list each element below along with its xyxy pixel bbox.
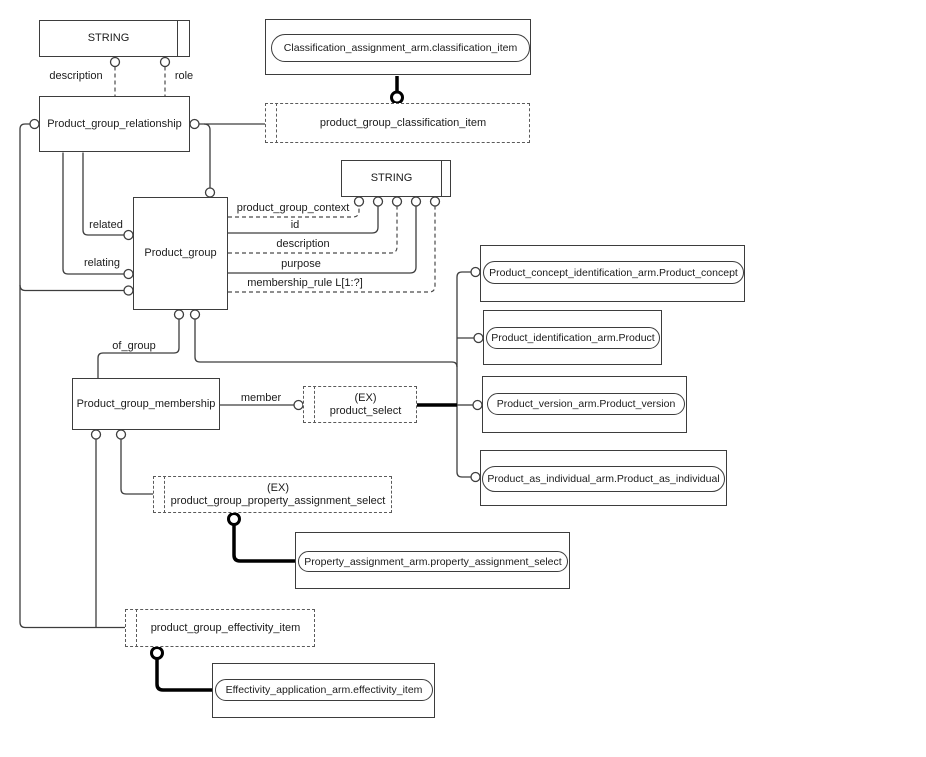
select-product-group-property-assignment-select: (EX) product_group_property_assignment_s… [153, 476, 392, 513]
select-inner-edge [276, 103, 277, 143]
attr-label-description-top: description [49, 70, 103, 82]
string-type-label: STRING [370, 172, 413, 184]
attr-label-product-group-context: product_group_context [236, 202, 350, 214]
string-type-double-edge [441, 160, 442, 197]
ref-label: Product_as_individual_arm.Product_as_ind… [487, 473, 720, 485]
ref-label: Classification_assignment_arm.classifica… [283, 42, 518, 54]
entity-label: Product_group_membership [76, 397, 216, 410]
entity-label: Product_group [144, 247, 217, 259]
select-product-select: (EX) product_select [303, 386, 417, 423]
ref-effectivity-item: Effectivity_application_arm.effectivity_… [212, 663, 435, 718]
attr-label-membership-rule: membership_rule L[1:?] [247, 277, 363, 289]
select-label: product_group_classification_item [319, 116, 487, 129]
ref-property-assignment-select: Property_assignment_arm.property_assignm… [295, 532, 570, 589]
attr-label-of-group: of_group [112, 340, 156, 352]
ref-product-version: Product_version_arm.Product_version [482, 376, 687, 433]
select-product-group-classification-item: product_group_classification_item [265, 103, 530, 143]
select-inner-edge [136, 609, 137, 647]
select-label: product_group_property_assignment_select [170, 494, 386, 507]
entity-product-group-membership: Product_group_membership [72, 378, 220, 430]
select-inner-edge [314, 386, 315, 423]
string-type-label: STRING [87, 32, 130, 44]
select-ex-tag: (EX) [354, 391, 377, 404]
select-product-group-effectivity-item: product_group_effectivity_item [125, 609, 315, 647]
ref-label: Product_identification_arm.Product [491, 332, 655, 344]
ref-product-as-individual: Product_as_individual_arm.Product_as_ind… [480, 450, 727, 506]
ref-stadium: Product_version_arm.Product_version [487, 393, 685, 415]
select-ex-tag: (EX) [267, 481, 289, 494]
attr-label-id: id [290, 219, 300, 231]
ref-stadium: Product_as_individual_arm.Product_as_ind… [482, 466, 725, 492]
entity-label: Product_group_relationship [47, 117, 182, 130]
ref-stadium: Classification_assignment_arm.classifica… [271, 34, 530, 62]
select-label: product_select [329, 404, 402, 417]
string-type-box-top: STRING [39, 20, 190, 57]
attr-label-purpose: purpose [281, 258, 321, 270]
ref-label: Product_version_arm.Product_version [496, 398, 676, 410]
select-label: product_group_effectivity_item [150, 621, 301, 634]
ref-stadium: Property_assignment_arm.property_assignm… [298, 551, 568, 572]
ref-stadium: Product_identification_arm.Product [486, 327, 660, 349]
ref-product-concept: Product_concept_identification_arm.Produ… [480, 245, 745, 302]
ref-label: Property_assignment_arm.property_assignm… [304, 555, 562, 568]
attr-label-description: description [276, 238, 330, 250]
ref-stadium: Product_concept_identification_arm.Produ… [483, 261, 744, 284]
ref-label: Product_concept_identification_arm.Produ… [489, 266, 738, 279]
attr-label-member: member [240, 392, 282, 404]
string-type-double-edge [177, 20, 178, 57]
select-inner-edge [164, 476, 165, 513]
ref-classification-item: Classification_assignment_arm.classifica… [265, 19, 531, 75]
string-type-box-right: STRING [341, 160, 451, 197]
attr-label-related: related [89, 219, 123, 231]
entity-product-group-relationship: Product_group_relationship [39, 96, 190, 152]
ref-product: Product_identification_arm.Product [483, 310, 662, 365]
ref-stadium: Effectivity_application_arm.effectivity_… [215, 679, 433, 701]
entity-product-group: Product_group [133, 197, 228, 310]
attr-label-role: role [174, 70, 194, 82]
attr-label-relating: relating [83, 257, 121, 269]
ref-label: Effectivity_application_arm.effectivity_… [225, 684, 423, 696]
